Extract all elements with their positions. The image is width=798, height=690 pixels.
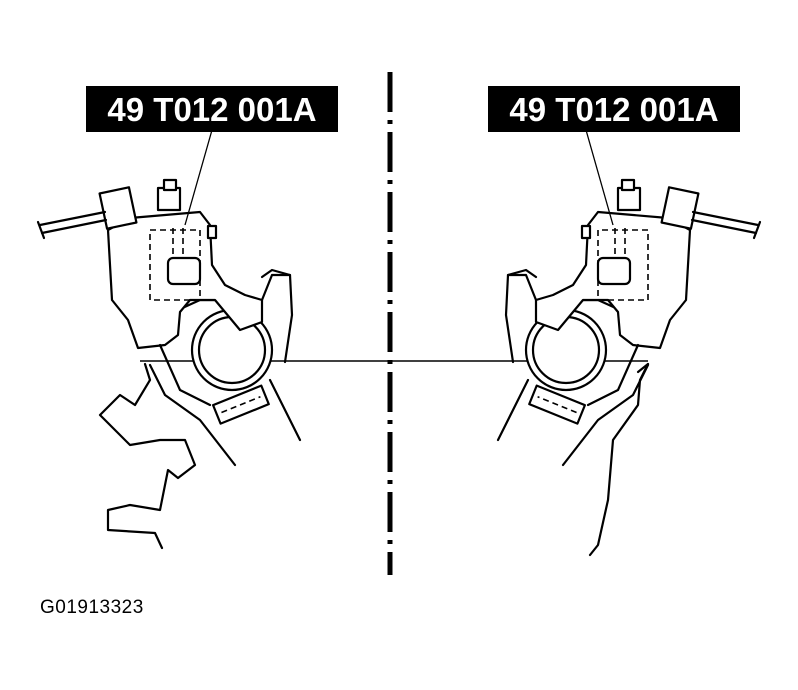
left-leader-line bbox=[184, 129, 213, 226]
right-handle-clamp bbox=[660, 186, 700, 230]
left-cylinder-head bbox=[98, 362, 197, 550]
left-tool-label: 49 T012 001A bbox=[86, 86, 338, 132]
figure-id: G01913323 bbox=[40, 597, 144, 618]
left-handle-clamp bbox=[98, 186, 138, 230]
right-tool-label: 49 T012 001A bbox=[488, 86, 740, 132]
right-cylinder-head bbox=[588, 362, 650, 557]
left-adjust-bolt bbox=[156, 186, 182, 212]
left-assembly bbox=[36, 129, 302, 550]
left-tool-label-text: 49 T012 001A bbox=[107, 91, 316, 128]
right-handle-rod bbox=[690, 210, 760, 235]
right-adjust-bolt bbox=[616, 186, 642, 212]
right-leader-line bbox=[585, 129, 614, 226]
right-assembly bbox=[496, 129, 762, 557]
right-tool-label-text: 49 T012 001A bbox=[509, 91, 718, 128]
left-handle-rod bbox=[38, 210, 108, 235]
